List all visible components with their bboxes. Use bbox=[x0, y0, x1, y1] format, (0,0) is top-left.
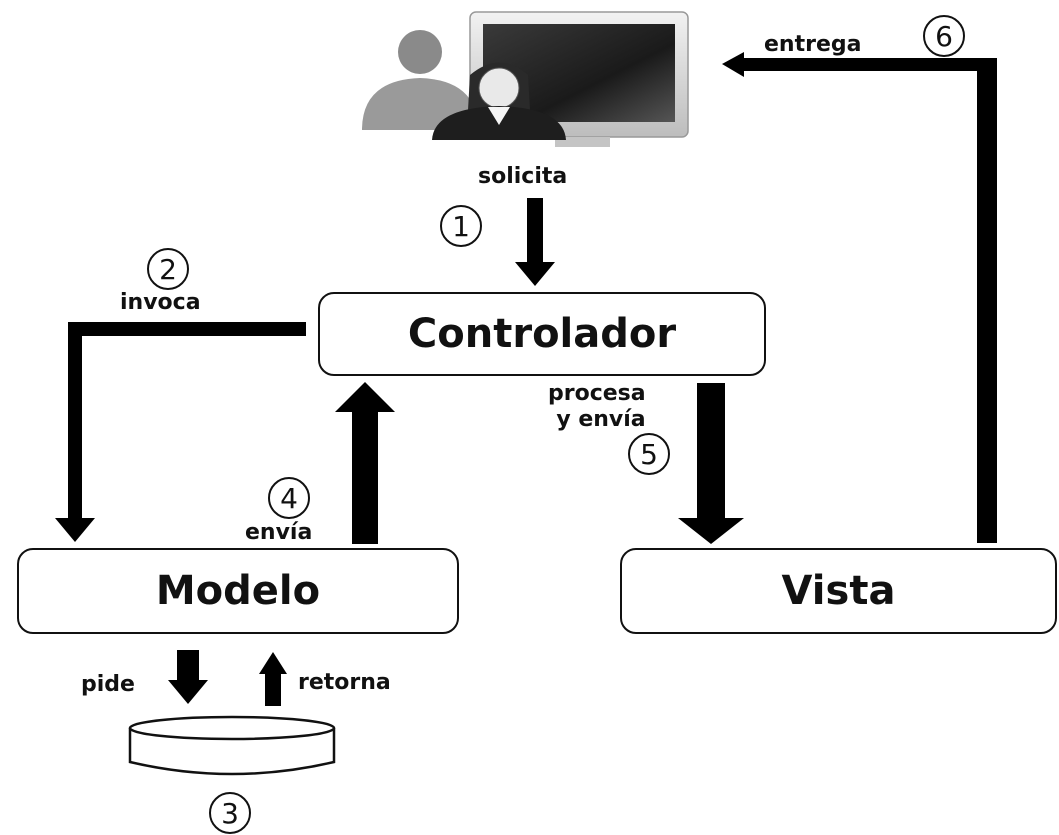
step-4-label: envía bbox=[245, 520, 313, 545]
arrow-envia bbox=[335, 382, 395, 544]
pide-label: pide bbox=[81, 672, 135, 697]
arrow-procesa-envia bbox=[678, 383, 744, 544]
step-2-label: invoca bbox=[120, 290, 201, 315]
arrow-pide bbox=[168, 650, 208, 704]
arrow-entrega bbox=[722, 52, 997, 543]
controller-label: Controlador bbox=[407, 311, 677, 357]
arrow-retorna bbox=[259, 652, 287, 706]
arrow-invoca bbox=[55, 322, 306, 542]
user-at-computer-icon bbox=[362, 11, 689, 147]
step-5-number: 5 bbox=[628, 433, 670, 475]
model-box: Modelo bbox=[17, 548, 459, 634]
step-4-number: 4 bbox=[268, 477, 310, 519]
model-label: Modelo bbox=[155, 568, 321, 614]
step-1-label: solicita bbox=[478, 164, 568, 189]
step-2-number: 2 bbox=[147, 248, 189, 290]
view-box: Vista bbox=[620, 548, 1057, 634]
database-icon bbox=[128, 715, 336, 776]
step-1-number: 1 bbox=[440, 205, 482, 247]
retorna-label: retorna bbox=[298, 670, 391, 695]
step-6-number: 6 bbox=[923, 15, 965, 57]
arrow-solicita bbox=[515, 198, 555, 286]
step-5-label: procesa y envía bbox=[548, 381, 646, 432]
step-6-label: entrega bbox=[764, 32, 862, 57]
view-label: Vista bbox=[781, 568, 896, 614]
step-3-number: 3 bbox=[209, 792, 251, 834]
controller-box: Controlador bbox=[318, 292, 766, 376]
